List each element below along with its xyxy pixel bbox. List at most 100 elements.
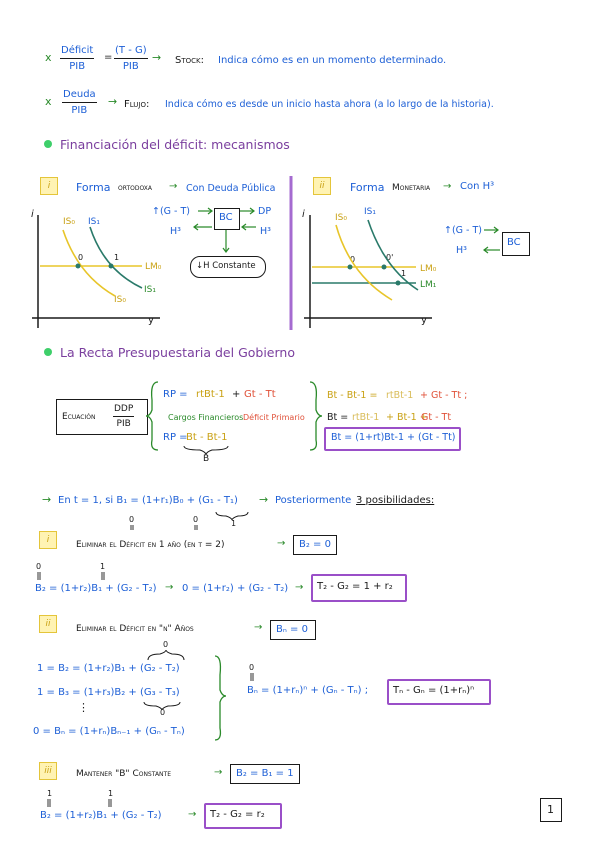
axis-y-label-ii: y: [421, 315, 427, 326]
one-annot: 1: [231, 519, 237, 528]
point-0: 0: [78, 253, 84, 262]
r2-interest: rtBt-1: [352, 412, 380, 423]
lm0-label-ii: LM₀: [420, 264, 437, 274]
is0-curve-ii: [335, 224, 393, 301]
graph-i-title-deuda: Con Deuda Pública: [186, 183, 276, 194]
page-number: 1: [547, 803, 554, 816]
three-possibilities: 3 posibilidades:: [356, 495, 435, 506]
rp1-interest: rtBt-1: [196, 389, 225, 400]
bc-label-ii: BC: [507, 237, 521, 248]
graph-ii-title-monetaria: Monetaria: [392, 183, 431, 193]
axis-y-label: y: [148, 315, 154, 326]
is1-label: IS₁: [88, 217, 100, 227]
case-i-result: T₂ - G₂ = 1 + r₂: [317, 581, 393, 592]
posteriormente: Posteriormente: [275, 495, 352, 506]
graph-i-axes: [32, 215, 160, 328]
underbrace-case-ii: [143, 701, 181, 711]
b2-zero-box: [293, 535, 337, 555]
arrow: →: [259, 493, 269, 506]
rp2-rhs: Bt - Bt-1: [186, 432, 228, 443]
underbrace-intro: [215, 511, 249, 521]
case-i-text: Eliminar el Déficit en 1 año (en t = 2): [76, 540, 225, 550]
h3-label: H³: [170, 226, 181, 237]
arrow: →: [443, 181, 452, 192]
section-bullet: [44, 348, 52, 356]
point-1: 1: [114, 253, 120, 262]
is1-label-bottom: IS₁: [144, 285, 156, 295]
case-ii-text: Eliminar el Déficit en "n" Años: [76, 624, 194, 634]
increase-g-t: ↑(G - T): [152, 206, 191, 217]
b2-zero-label: B₂ = 0: [299, 539, 331, 550]
arrow: →: [254, 622, 263, 633]
increase-g-t-ii: ↑(G - T): [444, 225, 483, 236]
arrow: →: [169, 181, 178, 192]
b2-b1-box: [230, 764, 300, 784]
is0-label-ii: IS₀: [335, 213, 347, 223]
zero-annot: 0: [193, 515, 199, 524]
section-title-recta: La Recta Presupuestaria del Gobierno: [60, 345, 295, 360]
page-number-box: [540, 798, 562, 822]
r1-lhs: Bt - Bt-1 =: [327, 390, 378, 401]
zero-annot: 0: [249, 663, 255, 672]
r2-lhs: Bt =: [327, 412, 349, 423]
fraction-t-g-pib: (T - G)PIB: [114, 45, 148, 72]
eq-point-0: [75, 263, 81, 269]
graph-i-title-ortodoxa: ortodoxa: [118, 183, 153, 193]
bn-zero-box: [270, 620, 316, 640]
case-ii-row1: 1 = B₂ = (1+r₂)B₁ + (G₂ - T₂): [37, 663, 180, 674]
graph-ii-title-h3: Con H³: [460, 181, 495, 192]
zero-annot: 0: [160, 708, 166, 717]
intro-equation: En t = 1, si B₁ = (1+r₁)B₀ + (G₁ - T₁): [58, 495, 238, 506]
rp2-lhs: RP =: [163, 432, 188, 443]
point-0-ii: 0: [350, 255, 356, 264]
flow-arrows-i: [193, 207, 256, 253]
bc-box-ii: [502, 232, 530, 256]
bt-result: Bt = (1+rt)Bt-1 + (Gt - Tt): [331, 432, 456, 443]
arrow: →: [277, 538, 286, 549]
constant-box: [190, 256, 266, 278]
arrow: →: [165, 582, 174, 593]
one-annot: 1: [47, 789, 53, 798]
is1-label-ii: IS₁: [364, 207, 376, 217]
section-title-financiacion: Financiación del déficit: mecanismos: [60, 137, 290, 152]
is1-curve-ii: [367, 219, 419, 291]
equation-label: Ecuación: [62, 412, 96, 422]
marker-case-ii: ii: [39, 615, 57, 633]
underbrace-b: [183, 445, 229, 456]
stock-text: Indica cómo es en un momento determinado…: [218, 55, 447, 66]
one-annot: 1: [108, 789, 114, 798]
zero-annot: 0: [129, 515, 135, 524]
eq-point-0prime-ii: [381, 264, 387, 270]
axis-i-label: i: [31, 209, 34, 220]
bn-zero-label: Bₙ = 0: [276, 624, 308, 635]
stock-label: Stock:: [175, 55, 204, 66]
lm1-label-ii: LM₁: [420, 280, 437, 290]
flow-arrows-ii: [483, 226, 500, 254]
case-i-eq1: B₂ = (1+r₂)B₁ + (G₂ - T₂): [35, 583, 157, 594]
marker-case-i: i: [39, 531, 57, 549]
cargos-financieros-label: Cargos Financieros: [168, 413, 244, 422]
bt-result-box: [324, 427, 461, 451]
point-1-ii: 1: [401, 269, 407, 278]
lm0-label: LM₀: [145, 262, 162, 272]
eq-point-0-ii: [347, 264, 353, 270]
graph-ii-axes: [304, 215, 432, 328]
plus: +: [232, 389, 241, 400]
constant-label: ↓H Constante: [196, 261, 256, 271]
axis-i-label-ii: i: [302, 209, 305, 220]
case-iii-eq1: B₂ = (1+r₂)B₁ + (G₂ - T₂): [40, 810, 162, 821]
deficit-primario-label: Déficit Primario: [243, 413, 305, 422]
eq-point-1: [108, 263, 114, 269]
is0-label-bottom: IS₀: [114, 295, 126, 305]
overbrace-case-ii: [147, 649, 185, 661]
zero-annot: 0: [163, 640, 169, 649]
vertical-dots: ⋮: [78, 701, 89, 714]
is0-label: IS₀: [63, 217, 75, 227]
case-i-result-box: [311, 574, 407, 602]
r2-primary: Gt - Tt: [421, 412, 452, 423]
is1-curve: [89, 226, 143, 289]
case-ii-row3: 0 = Bₙ = (1+rₙ)Bₙ₋₁ + (Gₙ - Tₙ): [33, 726, 185, 737]
rp1-primary: Gt - Tt: [244, 389, 276, 400]
